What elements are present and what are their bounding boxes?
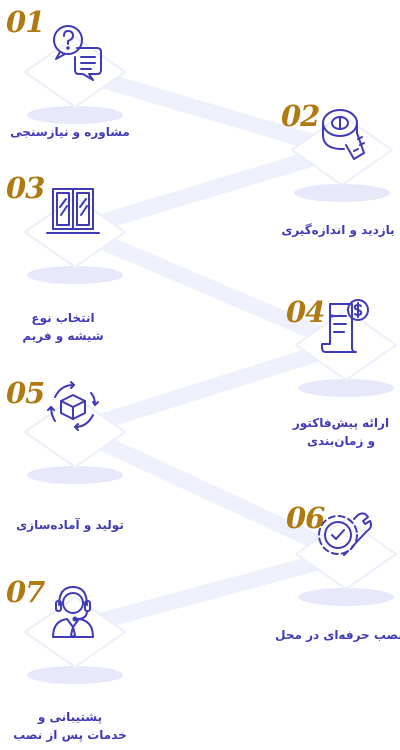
connector-06-07 (67, 547, 353, 636)
connector-05-06 (67, 422, 353, 563)
connector-04-05 (67, 337, 353, 438)
connector-01-02 (67, 64, 348, 158)
connector-03-04 (67, 222, 353, 353)
connector-02-03 (67, 142, 348, 238)
